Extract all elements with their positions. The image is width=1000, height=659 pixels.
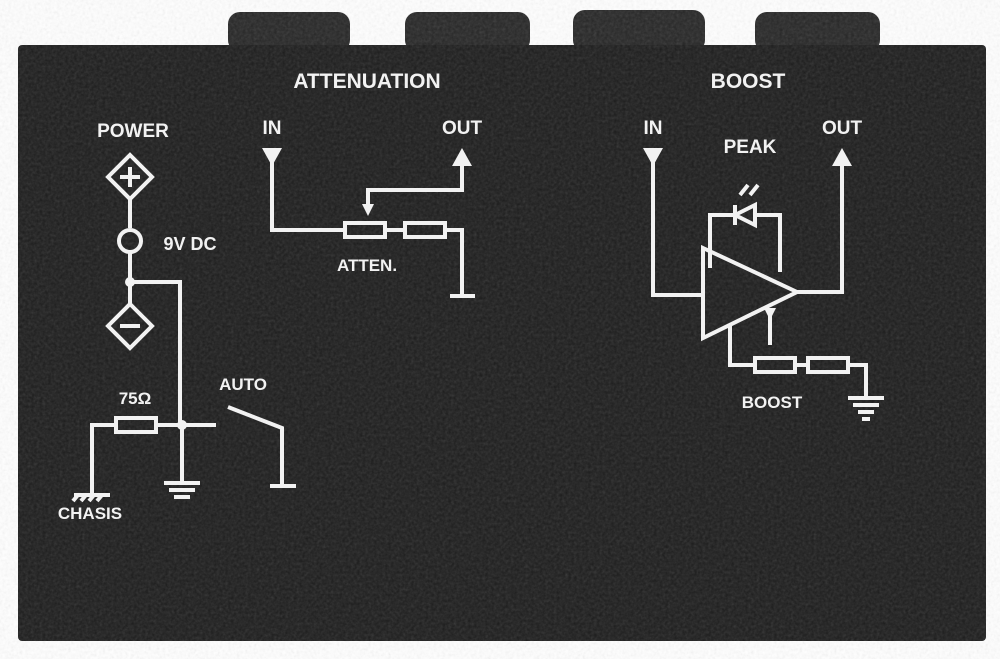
labels: ATTENUATION BOOST POWER 9V DC IN OUT ATT…: [58, 70, 863, 523]
schematic: [71, 152, 884, 503]
resistor-label: 75Ω: [119, 389, 152, 408]
atten-pot-icon: [343, 221, 387, 239]
boost-in-label: IN: [644, 118, 663, 139]
boost-ground-icon: [848, 396, 884, 421]
dc-input-label: 9V DC: [163, 234, 216, 254]
resistor-75-icon: [114, 416, 158, 434]
jacks: [228, 10, 880, 52]
att-in-label: IN: [263, 118, 282, 139]
minus-terminal-icon: [105, 301, 155, 351]
boost-title: BOOST: [711, 70, 786, 93]
peak-label: PEAK: [724, 137, 777, 158]
jack-3: [573, 10, 705, 52]
peak-led-icon: [730, 201, 757, 229]
atten-pot-label: ATTEN.: [337, 256, 397, 275]
attenuation-title: ATTENUATION: [293, 70, 440, 93]
att-out-label: OUT: [442, 118, 483, 139]
amplifier-icon: [701, 244, 802, 342]
power-label: POWER: [97, 121, 169, 142]
auto-switch-icon: [227, 405, 296, 488]
boost-pot-icon: [753, 356, 797, 374]
chassis-label: CHASIS: [58, 504, 122, 523]
boost-pot-label: BOOST: [742, 393, 803, 412]
ground-icon: [164, 481, 200, 499]
jack-4: [755, 12, 880, 52]
auto-label: AUTO: [219, 375, 267, 394]
chassis-ground-icon: [71, 493, 110, 503]
jack-1: [228, 12, 350, 52]
boost-out-label: OUT: [822, 118, 863, 139]
jack-2: [405, 12, 530, 52]
